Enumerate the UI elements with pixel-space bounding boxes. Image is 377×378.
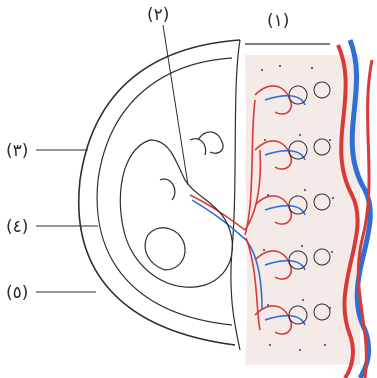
label-placenta: (١) <box>267 11 289 31</box>
uterus-outer-wall <box>79 40 240 345</box>
amnion-membrane <box>97 58 232 325</box>
placenta-boundary <box>231 40 240 350</box>
label-amniotic-fluid: (٤) <box>6 217 28 237</box>
label-amnion: (٣) <box>6 141 28 161</box>
label-uterus-wall: (٥) <box>6 283 28 303</box>
leader-lines <box>36 25 188 292</box>
label-umbilical-cord: (٢) <box>147 5 169 25</box>
